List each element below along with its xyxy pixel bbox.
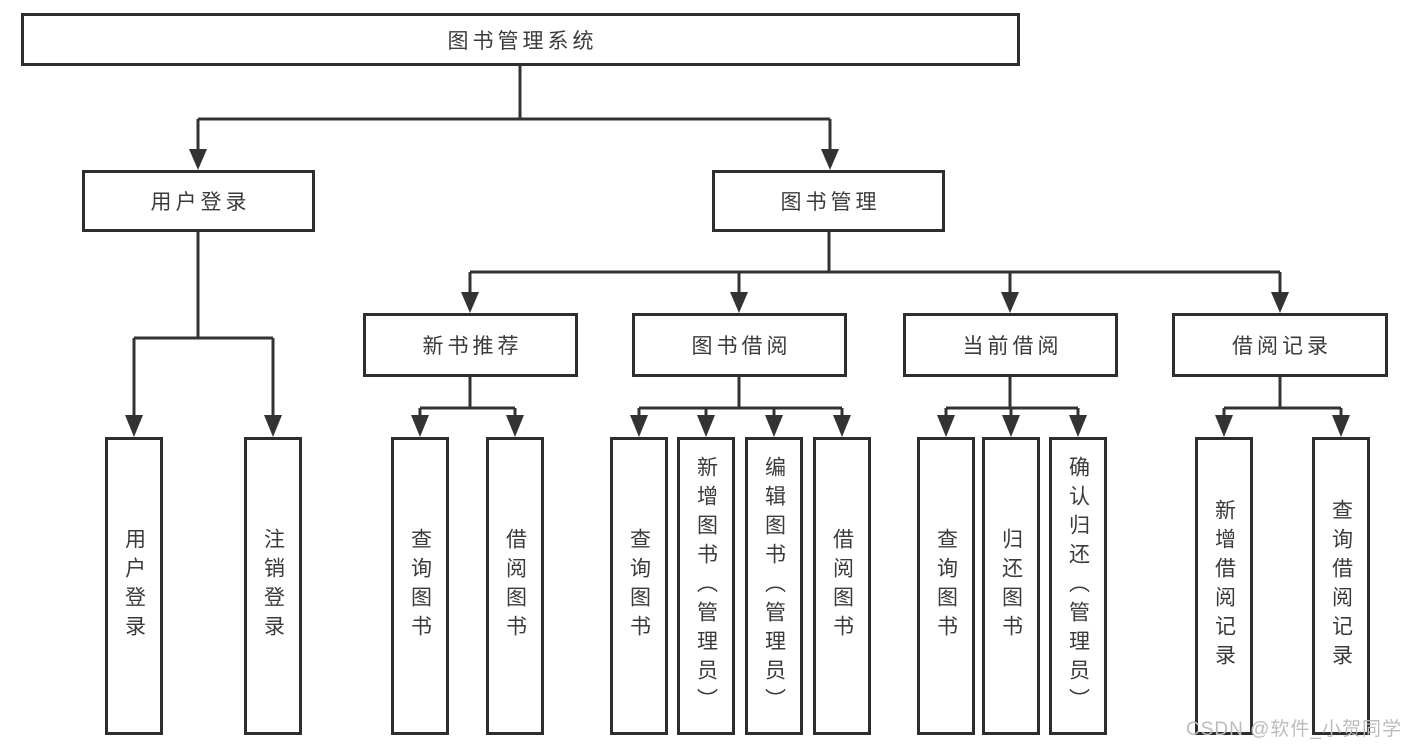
node-library-system: 图书管理系统 xyxy=(21,13,1020,66)
arrowhead xyxy=(125,415,143,437)
arrowhead xyxy=(1069,415,1087,437)
leaf-edit-book-admin: 编辑图书（管理员） xyxy=(745,437,803,735)
node-label: 图书借阅 xyxy=(691,335,792,358)
leaf-add-borrow-record: 新增借阅记录 xyxy=(1195,437,1253,735)
node-new-book-recommend: 新书推荐 xyxy=(363,313,578,377)
csdn-watermark: CSDN @软件_小贺同学 xyxy=(1186,719,1402,740)
connector-root-to-level1 xyxy=(189,66,839,170)
node-book-management: 图书管理 xyxy=(712,170,945,232)
leaf-logout: 注销登录 xyxy=(244,437,302,735)
node-label: 图书管理系统 xyxy=(447,29,598,53)
arrowhead xyxy=(697,415,715,437)
leaf-return-book: 归还图书 xyxy=(982,437,1040,735)
node-label: 查询图书 xyxy=(934,528,958,644)
node-label: 注销登录 xyxy=(261,528,285,644)
node-label: 借阅记录 xyxy=(1232,335,1332,358)
arrowhead xyxy=(1215,415,1233,437)
leaf-query-borrow-record: 查询借阅记录 xyxy=(1312,437,1370,735)
connector-new-book-recommend-to-leaves xyxy=(411,377,524,437)
node-label: 当前借阅 xyxy=(962,335,1063,358)
node-label: 新增借阅记录 xyxy=(1212,499,1236,673)
node-label: 新书推荐 xyxy=(422,335,523,358)
node-current-borrow: 当前借阅 xyxy=(903,313,1118,377)
node-label: 编辑图书（管理员） xyxy=(762,455,786,717)
node-label: 图书管理 xyxy=(780,191,881,214)
arrowhead xyxy=(1001,292,1019,313)
arrowhead xyxy=(833,415,851,437)
arrowhead xyxy=(1332,415,1350,437)
arrowhead xyxy=(630,415,648,437)
node-label: 查询借阅记录 xyxy=(1329,499,1353,673)
arrowhead xyxy=(411,415,429,437)
node-label: 查询图书 xyxy=(408,528,432,644)
node-label: 查询图书 xyxy=(627,528,651,644)
connector-user-login-to-leaves xyxy=(125,232,282,437)
leaf-query-books-borrow: 查询图书 xyxy=(610,437,668,735)
node-label: 新增图书（管理员） xyxy=(694,455,718,717)
leaf-query-books-recommend: 查询图书 xyxy=(391,437,449,735)
arrowhead xyxy=(937,415,955,437)
node-book-borrow: 图书借阅 xyxy=(632,313,847,377)
arrowhead xyxy=(461,292,479,313)
arrowhead xyxy=(1271,292,1289,313)
connector-book-management-to-level2 xyxy=(461,232,1289,313)
arrowhead xyxy=(1002,415,1020,437)
arrowhead xyxy=(821,149,839,170)
node-label: 借阅图书 xyxy=(830,528,854,644)
leaf-user-login: 用户登录 xyxy=(105,437,163,735)
node-label: 归还图书 xyxy=(999,528,1023,644)
leaf-borrow-books: 借阅图书 xyxy=(813,437,871,735)
node-label: 用户登录 xyxy=(150,191,251,214)
arrowhead xyxy=(730,292,748,313)
leaf-add-book-admin: 新增图书（管理员） xyxy=(677,437,735,735)
connector-borrow-records-to-leaves xyxy=(1215,377,1350,437)
arrowhead xyxy=(264,415,282,437)
node-borrow-records: 借阅记录 xyxy=(1172,313,1388,377)
leaf-query-books-current: 查询图书 xyxy=(917,437,975,735)
node-label: 用户登录 xyxy=(122,528,146,644)
arrowhead xyxy=(506,415,524,437)
node-user-login: 用户登录 xyxy=(82,170,315,232)
arrowhead xyxy=(189,149,207,170)
leaf-confirm-return-admin: 确认归还（管理员） xyxy=(1049,437,1107,735)
connector-current-borrow-to-leaves xyxy=(937,377,1087,437)
arrowhead xyxy=(765,415,783,437)
connector-book-borrow-to-leaves xyxy=(630,377,851,437)
node-label: 确认归还（管理员） xyxy=(1066,455,1090,717)
leaf-borrow-books-recommend: 借阅图书 xyxy=(486,437,544,735)
node-label: 借阅图书 xyxy=(503,528,527,644)
